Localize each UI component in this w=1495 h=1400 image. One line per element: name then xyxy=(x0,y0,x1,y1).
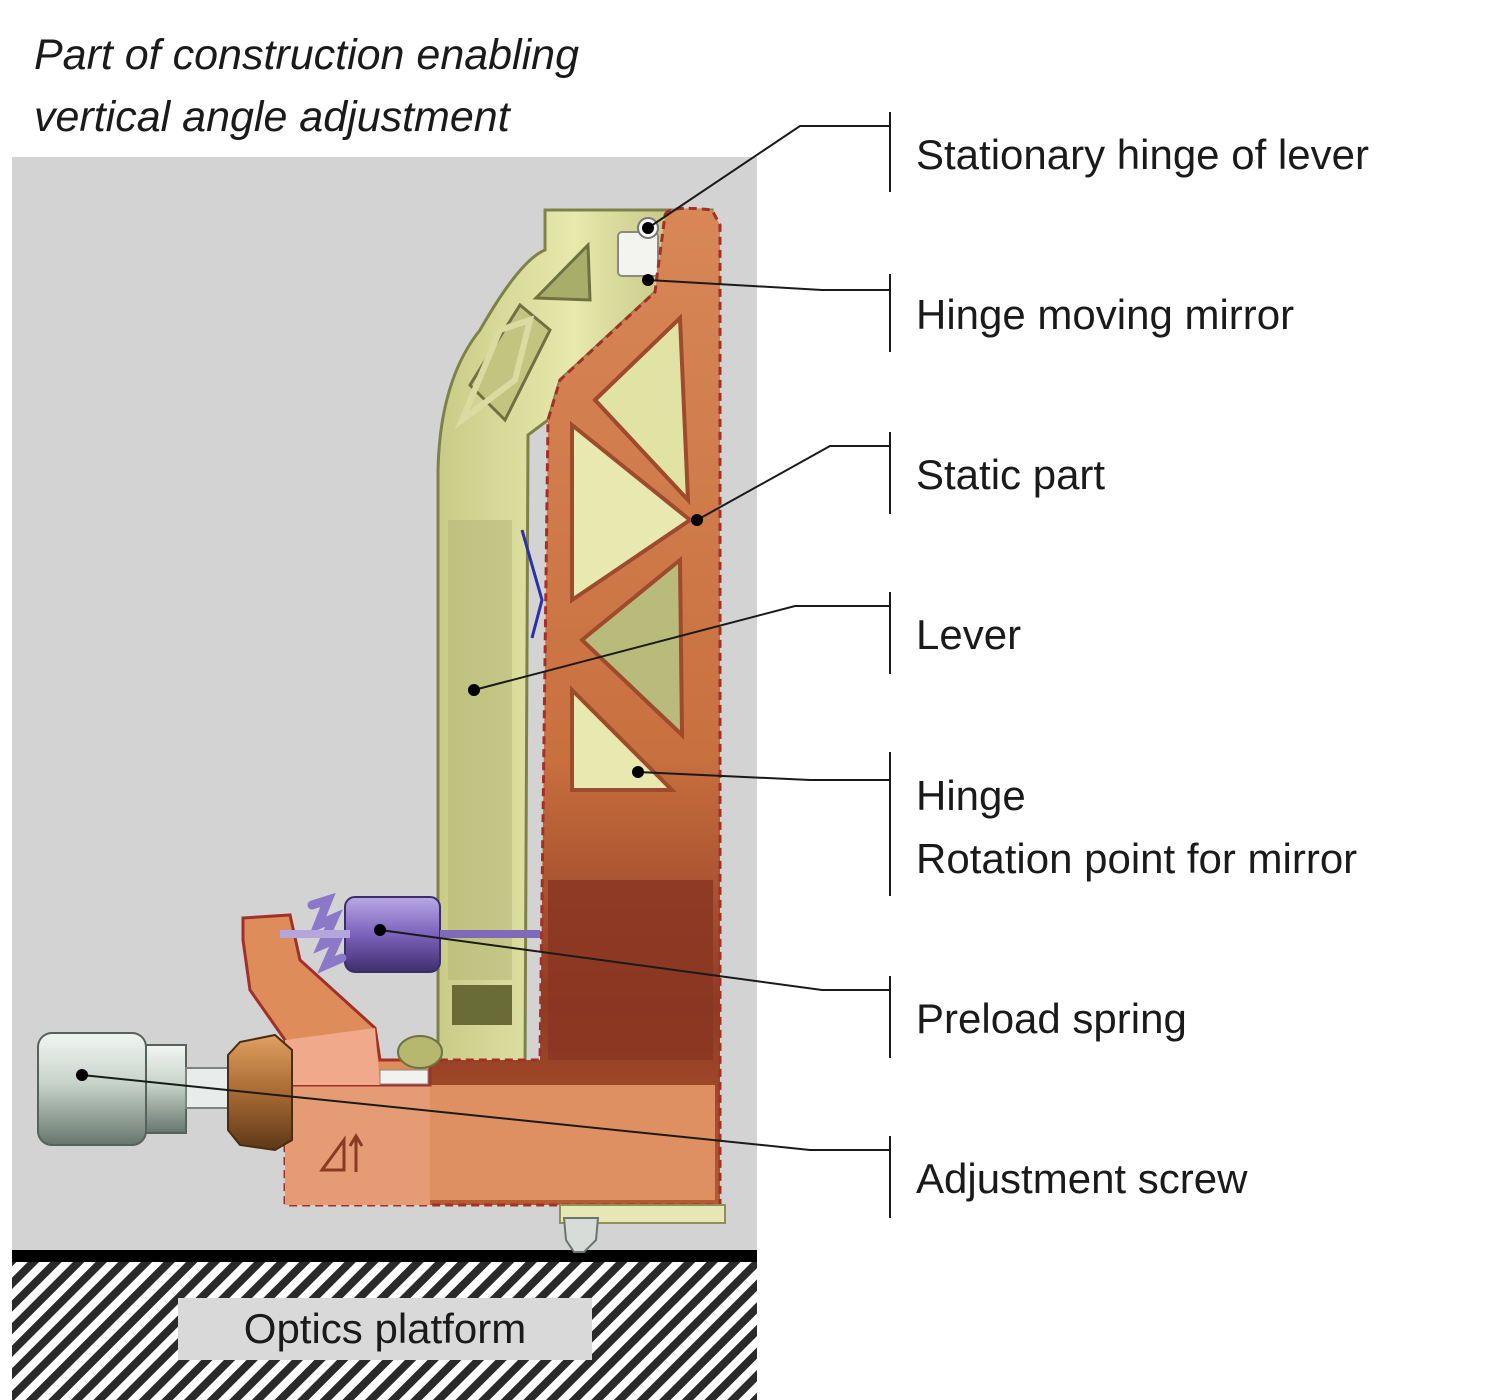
dot-adjustment-screw xyxy=(76,1069,88,1081)
leader-adjustment-screw xyxy=(81,1074,890,1151)
bottom-pin xyxy=(559,1204,726,1253)
label-hinge-moving-mirror: Hinge moving mirror xyxy=(916,291,1295,338)
title-line-1: Part of construction enabling xyxy=(34,31,579,79)
lever-body xyxy=(436,208,714,1072)
optics-platform-label: Optics platform xyxy=(178,1298,592,1360)
label-lever: Lever xyxy=(916,611,1022,658)
dot-hinge-moving-mirror xyxy=(642,274,654,286)
leader-hinge xyxy=(637,771,890,781)
leader-lever xyxy=(473,605,890,691)
platform-surface-line xyxy=(12,1250,757,1262)
label-stationary-hinge: Stationary hinge of lever xyxy=(916,131,1369,178)
leader-static-part xyxy=(696,445,890,521)
dot-preload-spring xyxy=(374,924,386,936)
label-preload-spring: Preload spring xyxy=(916,995,1187,1042)
title-line-2: vertical angle adjustment xyxy=(34,93,510,141)
label-hinge: Hinge xyxy=(916,772,1026,819)
callout-dots xyxy=(76,222,703,1081)
figure-title: Part of construction enabling vertical a… xyxy=(34,24,579,148)
dot-stationary-hinge xyxy=(642,222,654,234)
label-static-part: Static part xyxy=(916,451,1106,498)
label-adjustment-screw: Adjustment screw xyxy=(916,1155,1248,1202)
dot-static-part xyxy=(691,514,703,526)
dot-lever xyxy=(468,684,480,696)
spring-bracket xyxy=(241,913,432,1087)
static-part-body xyxy=(283,206,722,1207)
leader-hinge-moving-mirror xyxy=(647,279,890,291)
callout-leaders xyxy=(81,112,891,1218)
dot-hinge xyxy=(632,766,644,778)
preload-spring-body xyxy=(280,892,540,974)
leader-preload-spring xyxy=(379,929,890,991)
label-rotation-point: Rotation point for mirror xyxy=(916,835,1358,882)
leader-stationary-hinge xyxy=(647,125,890,229)
